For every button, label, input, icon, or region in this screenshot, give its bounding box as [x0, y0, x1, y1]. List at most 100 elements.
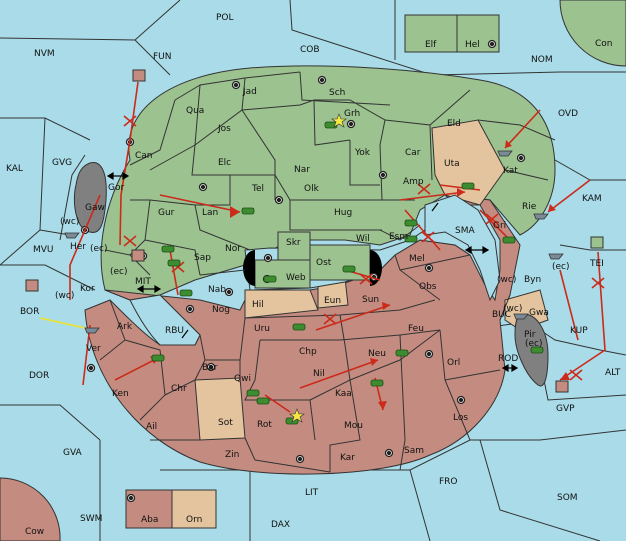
region-web [254, 259, 311, 289]
label-nab: Nab [208, 285, 226, 295]
star-icon [289, 113, 347, 423]
label-kaa: Kaa [335, 389, 352, 399]
region-cow [0, 477, 61, 541]
label-bor: BOR [20, 307, 39, 317]
label-hil: Hil [252, 300, 264, 310]
label-bar: Bar [202, 363, 218, 373]
label-orn: Orn [186, 515, 202, 525]
label-tei: TEI [589, 259, 604, 269]
label-obs: Obs [419, 282, 437, 292]
label-nor: Nor [225, 244, 241, 254]
label-tel: Tel [251, 184, 264, 194]
label-chp: Chp [299, 347, 317, 357]
region-gaw [73, 162, 107, 234]
label-buc: BUC [492, 310, 511, 320]
label-som: SOM [557, 493, 578, 503]
label-gur: Gur [158, 208, 175, 218]
coast-label: (wc) [60, 217, 79, 227]
label-uru: Uru [254, 324, 270, 334]
label-amp: Amp [403, 177, 424, 187]
label-eun: Eun [324, 296, 341, 306]
label-kat: Kat [503, 166, 518, 176]
label-fro: FRO [439, 477, 458, 487]
double-arrow-icon [106, 171, 519, 373]
label-ail: Ail [146, 422, 157, 432]
coast-label: (ec) [525, 339, 543, 349]
label-rod: ROD [498, 354, 518, 364]
convoy-line [39, 317, 86, 329]
label-kar: Kar [340, 453, 355, 463]
label-kor: Kor [80, 284, 95, 294]
label-elc: Elc [218, 158, 231, 168]
label-cow: Cow [25, 527, 44, 537]
label-lan: Lan [202, 208, 218, 218]
label-gor: Gor [108, 183, 124, 193]
label-pol: POL [216, 13, 234, 23]
region-hil [244, 289, 319, 319]
label-nil: Nil [313, 369, 325, 379]
label-nar: Nar [294, 165, 310, 175]
label-wil: Wil [356, 234, 370, 244]
label-mel: Mel [409, 254, 425, 264]
sea-labels: POL NVM FUN COB NOM Con KAL GVG OVD KAM … [6, 13, 621, 537]
label-lit: LIT [305, 488, 319, 498]
label-sun: Sun [362, 295, 379, 305]
label-jos: Jos [217, 124, 231, 134]
home-markers [25, 69, 604, 393]
coast-label: (wc) [503, 304, 522, 314]
label-rot: Rot [257, 420, 272, 430]
coast-label: (wc) [497, 275, 516, 285]
coast-label: (ec) [110, 267, 128, 277]
label-gwa: Gwa [529, 308, 549, 318]
land-labels: Elf Hel Jad Sch Qua Grh Jos Eld Can Yok … [70, 40, 549, 525]
label-sap: Sap [194, 253, 211, 263]
label-uta: Uta [444, 159, 460, 169]
label-ken: Ken [112, 389, 129, 399]
label-rbu: RBU [165, 326, 184, 336]
label-sch: Sch [329, 88, 345, 98]
ship-icon [64, 150, 564, 334]
label-ver: Ver [86, 344, 101, 354]
label-swm: SWM [80, 514, 102, 524]
region-orn [171, 489, 217, 529]
label-gvg: GVG [52, 158, 72, 168]
label-alt: ALT [605, 368, 621, 378]
label-aba: Aba [141, 515, 158, 525]
label-mvu: MVU [33, 245, 54, 255]
tank-icon [151, 121, 544, 425]
label-ovd: OVD [558, 109, 578, 119]
label-kam: KAM [582, 194, 602, 204]
coast-label: (wc) [55, 291, 74, 301]
label-feu: Feu [408, 324, 424, 334]
label-elf: Elf [425, 40, 437, 50]
label-gvp: GVP [556, 404, 575, 414]
label-fun: FUN [153, 52, 172, 62]
label-dor: DOR [29, 371, 49, 381]
sea-mit-inlet [129, 294, 201, 346]
label-sot: Sot [218, 418, 233, 428]
label-gri: Gri [493, 221, 506, 231]
label-nvm: NVM [34, 49, 55, 59]
region-elf [404, 14, 458, 53]
label-los: Los [453, 413, 468, 423]
label-jad: Jad [242, 87, 257, 97]
label-gva: GVA [63, 448, 83, 458]
label-kal: KAL [6, 164, 23, 174]
province-borders-south [99, 254, 511, 473]
coast-labels: (wc) (ec) (wc) (ec) (wc) (ec) (ec) (wc) [55, 217, 570, 349]
label-mit: MIT [135, 277, 151, 287]
label-skr: Skr [286, 238, 301, 248]
region-sot [194, 377, 246, 441]
label-hug: Hug [334, 208, 352, 218]
region-con [559, 0, 626, 67]
arrow-icon [150, 140, 570, 410]
province-borders [104, 71, 556, 276]
label-her: Her [70, 242, 86, 252]
label-qwi: Qwi [234, 374, 251, 384]
canal-west [243, 250, 255, 286]
label-web: Web [286, 273, 306, 283]
label-hel: Hel [465, 40, 480, 50]
label-kup: KUP [570, 326, 588, 336]
label-mou: Mou [344, 421, 363, 431]
